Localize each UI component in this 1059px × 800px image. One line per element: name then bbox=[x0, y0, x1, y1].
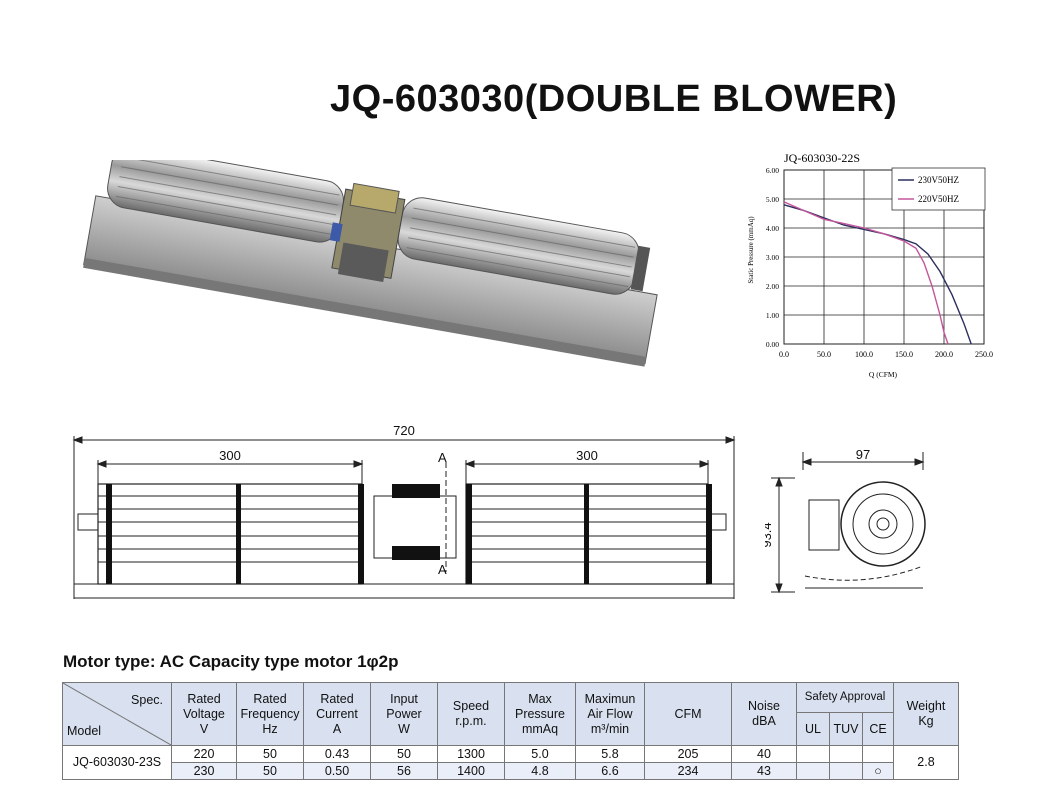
dimension-side-width: 97 bbox=[856, 448, 870, 462]
x-tick-label: 200.0 bbox=[935, 350, 953, 359]
cell-current: 0.50 bbox=[303, 762, 371, 780]
model-label: Model bbox=[67, 724, 102, 738]
cell-frequency: 50 bbox=[236, 762, 304, 780]
chart-legend: 230V50HZ 220V50HZ bbox=[891, 167, 986, 211]
spec-label: Spec. bbox=[131, 693, 163, 707]
cell-ul bbox=[796, 762, 830, 780]
cell-cfm: 205 bbox=[644, 745, 732, 763]
cell-tuv bbox=[829, 762, 863, 780]
table-row: 230 50 0.50 56 1400 4.8 6.6 234 43 ○ bbox=[63, 762, 959, 780]
series-line-220v bbox=[783, 201, 949, 345]
y-tick-label: 0.00 bbox=[766, 340, 779, 349]
cell-cfm: 234 bbox=[644, 762, 732, 780]
col-ce: CE bbox=[862, 712, 894, 746]
cell-ce bbox=[862, 745, 894, 763]
y-tick-label: 5.00 bbox=[766, 195, 779, 204]
legend-label-220v: 220V50HZ bbox=[918, 194, 959, 204]
front-dimension-drawing: 720 300 300 A A bbox=[72, 424, 736, 599]
cell-speed: 1400 bbox=[437, 762, 505, 780]
x-tick-label: 100.0 bbox=[855, 350, 873, 359]
col-ul: UL bbox=[796, 712, 830, 746]
cell-power: 50 bbox=[370, 745, 438, 763]
table-row: JQ-603030-23S 220 50 0.43 50 1300 5.0 5.… bbox=[62, 745, 959, 780]
cell-voltage: 230 bbox=[171, 762, 237, 780]
cell-ul bbox=[796, 745, 830, 763]
section-mark-top: A bbox=[438, 450, 447, 465]
y-tick-label: 6.00 bbox=[766, 166, 779, 175]
product-photo bbox=[83, 160, 658, 367]
cell-air-flow: 6.6 bbox=[575, 762, 645, 780]
cell-pressure: 4.8 bbox=[504, 762, 576, 780]
model-cell: JQ-603030-23S bbox=[62, 745, 172, 780]
legend-label-230v: 230V50HZ bbox=[918, 175, 959, 185]
performance-chart: JQ-603030-22S 0.0 50.0 100.0 150.0 200.0 250.… bbox=[747, 151, 993, 379]
x-axis-label: Q (CFM) bbox=[869, 370, 898, 379]
y-tick-label: 2.00 bbox=[766, 282, 779, 291]
spec-model-header: Spec. Model bbox=[62, 682, 172, 746]
cell-current: 0.43 bbox=[303, 745, 371, 763]
dimension-right-span: 300 bbox=[576, 448, 598, 463]
cell-pressure: 5.0 bbox=[504, 745, 576, 763]
side-view-drawing: 97 93.4 bbox=[765, 448, 926, 594]
cell-voltage: 220 bbox=[171, 745, 237, 763]
dimension-side-height: 93.4 bbox=[765, 522, 774, 547]
dimension-total-length: 720 bbox=[393, 424, 415, 438]
chart-title: JQ-603030-22S bbox=[784, 151, 860, 165]
y-axis-label: Static Pressure (mmAq) bbox=[747, 216, 755, 284]
weight-cell: 2.8 bbox=[893, 745, 959, 780]
motor-type-label: Motor type: AC Capacity type motor 1φ2p bbox=[63, 652, 399, 671]
cell-noise: 43 bbox=[731, 762, 797, 780]
dimension-left-span: 300 bbox=[219, 448, 241, 463]
cell-tuv bbox=[829, 745, 863, 763]
x-tick-label: 50.0 bbox=[817, 350, 831, 359]
cell-noise: 40 bbox=[731, 745, 797, 763]
col-safety-approval: Safety Approval bbox=[796, 681, 894, 714]
y-tick-label: 1.00 bbox=[766, 311, 779, 320]
x-tick-label: 150.0 bbox=[895, 350, 913, 359]
cell-frequency: 50 bbox=[236, 745, 304, 763]
x-tick-label: 250.0 bbox=[975, 350, 993, 359]
page-title: JQ-603030(DOUBLE BLOWER) bbox=[330, 78, 898, 120]
cell-power: 56 bbox=[370, 762, 438, 780]
y-tick-label: 3.00 bbox=[766, 253, 779, 262]
y-tick-label: 4.00 bbox=[766, 224, 779, 233]
series-line-230v bbox=[783, 204, 972, 345]
col-tuv: TUV bbox=[829, 712, 863, 746]
cell-speed: 1300 bbox=[437, 745, 505, 763]
section-mark-bottom: A bbox=[438, 562, 447, 577]
x-tick-label: 0.0 bbox=[779, 350, 789, 359]
cell-ce: ○ bbox=[862, 762, 894, 780]
cell-air-flow: 5.8 bbox=[575, 745, 645, 763]
col-cfm: CFM bbox=[644, 682, 732, 746]
